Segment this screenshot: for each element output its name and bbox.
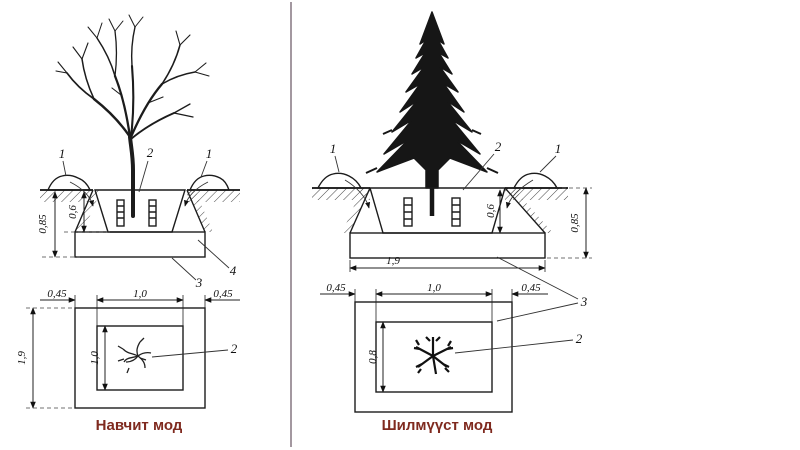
watering-mound-right	[512, 172, 559, 189]
dim-offset-right: 0,45	[521, 282, 541, 294]
pit-outline-plan	[354, 301, 513, 413]
stakes	[403, 197, 461, 227]
water-flow-arrow-right	[184, 181, 209, 207]
ball-outline-plan	[96, 325, 184, 391]
water-flow-arrow-right	[505, 179, 534, 209]
root-sketch	[117, 337, 152, 374]
deciduous-plan-view: 0,45 1,0 0,45 1,9 1,0 2	[16, 288, 240, 409]
callout-root-ball: 2	[147, 145, 154, 160]
callout-mound-left: 1	[330, 141, 337, 156]
coniferous-panel: 0,6 0,85 1,9 1 2 1 3	[312, 11, 592, 434]
watering-mound-left	[316, 172, 363, 189]
conifer-cross-section: 0,6 0,85 1,9 1 2 1 3	[312, 139, 592, 322]
ball-outline-plan	[375, 321, 493, 393]
soil-hatch-left	[40, 190, 93, 202]
soil-hatch-left	[312, 188, 370, 200]
root-sketch	[413, 336, 454, 375]
dim-ball-height: 1,0	[89, 351, 101, 365]
dim-pit-depth: 0,85	[37, 214, 49, 234]
deciduous-tree-illustration	[55, 14, 210, 218]
water-flow-arrow-left	[344, 179, 371, 209]
deciduous-cross-section: 0,85 0,6 1 2 1 3 4	[37, 145, 240, 290]
callout-drainage: 3	[195, 275, 203, 290]
dim-ball-height: 0,8	[367, 350, 379, 364]
dim-pit-depth: 0,85	[569, 213, 581, 233]
coniferous-caption: Шилмүүст мод	[382, 417, 493, 434]
dim-offset-right: 0,45	[213, 288, 233, 300]
dim-pit-width: 1,9	[386, 255, 400, 267]
callout-drainage: 3	[580, 294, 588, 309]
dim-ball-width: 1,0	[427, 282, 441, 294]
watering-mound-left	[46, 174, 92, 191]
callout-mound-right: 1	[206, 146, 213, 161]
drainage-layer	[74, 231, 206, 258]
callout-roots-plan: 2	[231, 341, 238, 356]
deciduous-caption: Навчит мод	[96, 417, 183, 434]
dim-pit-width-total: 1,9	[16, 351, 28, 365]
stakes	[116, 199, 157, 227]
dim-ball-depth: 0,6	[67, 205, 79, 219]
pit-wall-hatch-right	[187, 190, 213, 232]
callout-mound-left: 1	[59, 146, 66, 161]
dim-ball-width: 1,0	[133, 288, 147, 300]
dim-offset-left: 0,45	[47, 288, 67, 300]
conifer-tree-illustration	[365, 11, 499, 216]
pit-wall-hatch-left	[342, 188, 370, 233]
pit-wall-hatch-right	[505, 188, 553, 233]
callout-mound-right: 1	[555, 141, 562, 156]
soil-hatch-right	[187, 190, 240, 202]
callout-root-ball: 2	[495, 139, 502, 154]
callout-pit: 4	[230, 263, 237, 278]
conifer-plan-view: 0,45 1,0 0,45 0,8 2	[320, 282, 583, 413]
pit-outline-plan	[74, 307, 206, 409]
callout-roots-plan: 2	[576, 331, 583, 346]
root-ball-section	[94, 189, 186, 233]
watering-mound-right	[188, 174, 230, 191]
drainage-layer	[349, 232, 546, 259]
dim-offset-left: 0,45	[326, 282, 346, 294]
deciduous-panel: 0,85 0,6 1 2 1 3 4	[16, 14, 240, 434]
dim-ball-depth: 0,6	[485, 204, 497, 218]
